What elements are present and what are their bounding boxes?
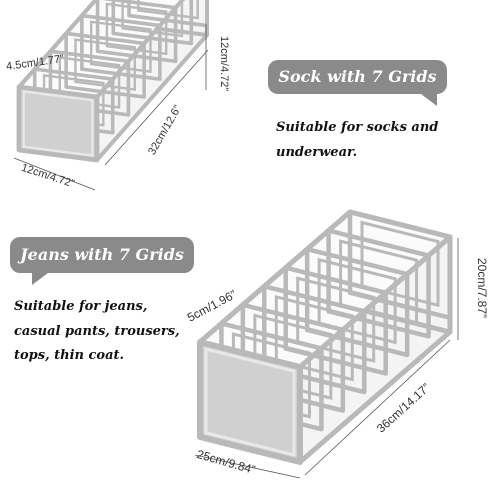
jeans-rail [198, 210, 352, 344]
jeans-rail [298, 235, 452, 369]
jeans-height-label: 20cm/7.87” [475, 257, 490, 319]
sock-rail [17, 0, 99, 89]
dimension-line [13, 157, 96, 191]
sock-height-label: 12cm/4.72” [218, 35, 231, 92]
jeans-title: Jeans with 7 Grids [20, 245, 184, 264]
sock-title-bubble: Sock with 7 Grids [268, 60, 447, 106]
jeans-description-line: casual pants, trousers, [14, 323, 180, 339]
sock-organizer-illustration [16, 0, 209, 163]
dimension-line [104, 49, 209, 166]
sock-rail [95, 0, 186, 99]
bubble-tail [32, 273, 48, 285]
jeans-description: Suitable for jeans, casual pants, trouse… [14, 295, 180, 369]
jeans-description-line: tops, thin coat. [14, 348, 125, 364]
sock-divider-inner [74, 38, 136, 91]
dimension-lines [13, 24, 459, 479]
bubble-tail [421, 94, 437, 106]
sock-title: Sock with 7 Grids [278, 67, 437, 86]
sock-divider [95, 0, 178, 64]
sock-divider-inner [121, 0, 184, 38]
jeans-title-bubble: Jeans with 7 Grids [10, 237, 194, 285]
dimension-line [304, 339, 451, 476]
sock-divider-inner [137, 0, 199, 20]
sock-divider [127, 0, 209, 28]
sock-divider [111, 0, 194, 46]
jeans-end-panel-inner [204, 347, 296, 457]
dimension-line [194, 454, 301, 479]
sock-description-line: underwear. [276, 144, 358, 160]
jeans-description-line: Suitable for jeans, [14, 299, 148, 314]
sock-end-panel-inner [22, 90, 94, 157]
sock-description-line: Suitable for socks and [276, 120, 439, 135]
sock-divider-inner [90, 20, 152, 73]
sock-description: Suitable for socks and underwear. [276, 116, 438, 165]
jeans-organizer-illustration [197, 209, 453, 465]
sock-divider-inner [105, 2, 168, 56]
